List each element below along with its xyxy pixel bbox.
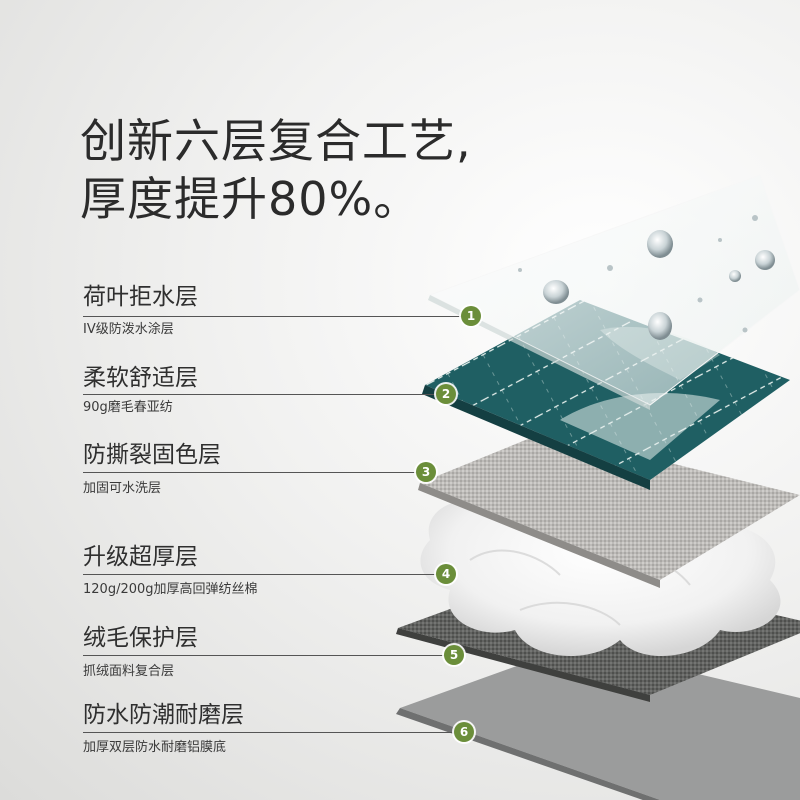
layer-1-clear-film [428,174,800,410]
layer-number-badge-2: 2 [436,384,456,404]
divider-line [83,655,445,656]
layer-title: 防水防潮耐磨层 [83,702,244,728]
layer-title: 防撕裂固色层 [83,442,221,468]
divider-line [83,472,418,473]
layer-title: 升级超厚层 [83,544,198,570]
layer-subtitle: 加固可水洗层 [83,481,162,496]
layer-number-badge-5: 5 [444,645,464,665]
layer-subtitle: 90g磨毛春亚纺 [83,400,173,415]
layer-title: 荷叶拒水层 [83,284,198,310]
divider-line [83,394,438,395]
divider-line [83,732,455,733]
layer-number-badge-1: 1 [461,306,481,326]
headline-line-1: 创新六层复合工艺, [80,114,472,168]
headline-line-2: 厚度提升80%。 [80,172,421,226]
layer-subtitle: IV级防泼水涂层 [83,322,174,337]
divider-line [83,574,438,575]
layer-subtitle: 120g/200g加厚高回弹纺丝棉 [83,582,258,597]
layer-subtitle: 抓绒面料复合层 [83,664,175,679]
layer-number-badge-4: 4 [436,564,456,584]
layer-row-1: 荷叶拒水层 IV级防泼水涂层 [83,282,463,337]
layer-3-light-mesh [418,432,800,588]
headline: 创新六层复合工艺, 厚度提升80%。 [80,112,472,228]
layer-row-4: 升级超厚层 120g/200g加厚高回弹纺丝棉 [83,542,438,597]
divider-line [83,316,463,317]
layer-subtitle: 加厚双层防水耐磨铝膜底 [83,740,227,755]
water-droplets [518,215,775,340]
layer-row-6: 防水防潮耐磨层 加厚双层防水耐磨铝膜底 [83,700,455,755]
layer-row-2: 柔软舒适层 90g磨毛春亚纺 [83,363,438,415]
layer-number-badge-3: 3 [416,462,436,482]
layer-row-5: 绒毛保护层 抓绒面料复合层 [83,623,445,679]
layer-title: 柔软舒适层 [83,365,198,391]
layer-title: 绒毛保护层 [83,625,198,651]
layer-row-3: 防撕裂固色层 加固可水洗层 [83,440,418,496]
layer-number-badge-6: 6 [454,722,474,742]
